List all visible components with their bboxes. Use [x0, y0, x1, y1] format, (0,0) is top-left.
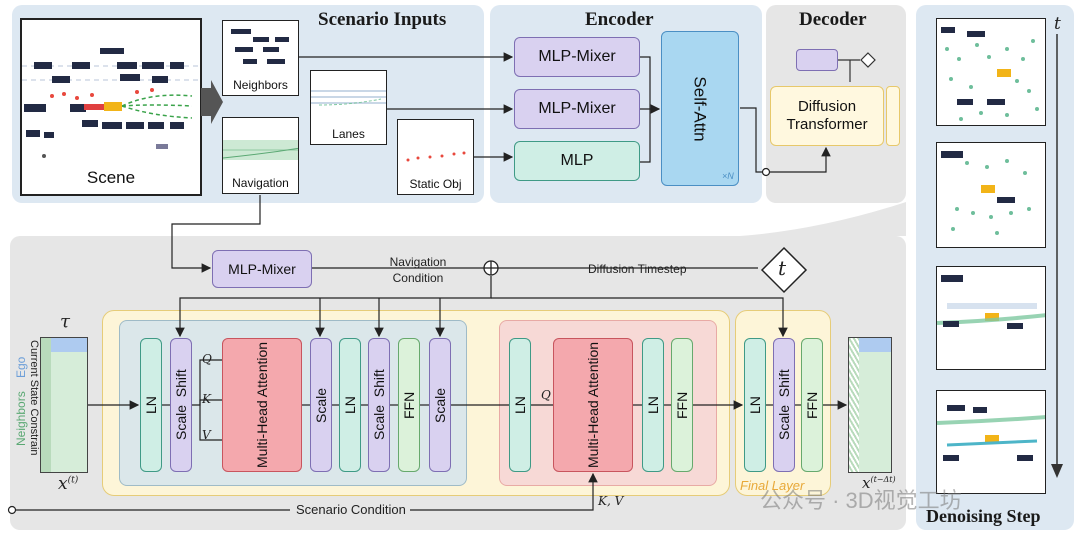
denoising-time-arrow: [1051, 34, 1063, 478]
navigation-diagram: [223, 140, 298, 160]
v-label-a: V: [202, 428, 211, 442]
output-x-label: x(t−Δt): [862, 474, 896, 492]
timestep-diamond: [760, 246, 808, 294]
diffusion-transformer-label: Diffusion Transformer: [786, 98, 868, 133]
k-label-a: K: [202, 392, 211, 406]
input-x-label: x(t): [58, 474, 78, 494]
scenario-condition-label: Scenario Condition: [296, 502, 406, 517]
scenario-inputs-title: Scenario Inputs: [318, 9, 447, 30]
scene-thumbnail: Scene: [20, 18, 202, 196]
diffusion-transformer-stack: [886, 86, 900, 146]
lanes-diagram: [311, 90, 386, 106]
output-trajectory-matrix: [848, 337, 892, 473]
tau-label: τ: [60, 311, 70, 332]
final-layer-label: Final Layer: [740, 478, 805, 493]
denoising-frame-1: [936, 18, 1046, 126]
denoising-frame-3-plot: [937, 275, 1045, 329]
scene-diagram: [22, 48, 200, 158]
output-x-superscript: (t−Δt): [870, 475, 896, 484]
timestep-symbol: t: [778, 256, 787, 280]
denoising-frame-1-plot: [941, 27, 1039, 121]
neighbors-caption: Neighbors: [233, 78, 288, 92]
decoder-title: Decoder: [799, 9, 867, 30]
input-x-symbol: x: [58, 474, 68, 494]
watermark: 公众号 · 3D视觉工坊: [760, 488, 962, 513]
lanes-thumbnail: Lanes: [310, 70, 387, 145]
denoising-title: Denoising Step: [926, 506, 1041, 526]
q-label-b: Q: [541, 388, 551, 402]
output-ego-row: [849, 338, 891, 352]
neighbors-thumbnail: Neighbors: [222, 20, 299, 96]
encoder-title: Encoder: [585, 9, 654, 30]
encoder-mlp-mixer-1: MLP-Mixer: [514, 37, 640, 77]
scene-to-inputs-arrow: [201, 80, 223, 124]
self-attn-repeat: ×N: [722, 171, 734, 181]
encoder-mlp-mixer-2: MLP-Mixer: [514, 89, 640, 129]
static-obj-thumbnail: Static Obj: [397, 119, 474, 195]
neighbors-diagram: [231, 29, 289, 64]
self-attn-block: Self-Attn: [661, 31, 739, 186]
lanes-caption: Lanes: [332, 127, 365, 141]
scene-caption: Scene: [86, 168, 136, 187]
decoder-output-token: [796, 49, 838, 71]
static-obj-caption: Static Obj: [409, 177, 462, 191]
denoising-frame-4: [936, 390, 1046, 494]
input-x-superscript: (t): [67, 475, 79, 486]
navigation-condition-text: Navigation Condition: [389, 255, 447, 285]
kv-label-b: K, V: [598, 494, 624, 508]
denoising-frame-2: [936, 142, 1046, 248]
q-label-a: Q: [202, 352, 212, 366]
navigation-caption: Navigation: [232, 176, 289, 190]
input-ego-row: [41, 338, 87, 352]
output-hatched-column: [849, 338, 859, 472]
navigation-thumbnail: Navigation: [222, 117, 299, 194]
output-x-symbol: x: [862, 474, 871, 492]
static-obj-diagram: [406, 151, 466, 162]
denoising-frame-2-plot: [941, 151, 1031, 235]
input-trajectory-matrix: [40, 337, 88, 473]
encoder-mlp: MLP: [514, 141, 640, 181]
diffusion-timestep-label: Diffusion Timestep: [588, 262, 687, 276]
denoising-time-label: t: [1054, 14, 1061, 34]
navigation-condition-label: Navigation Condition: [385, 254, 451, 286]
current-state-constrain-text: Current State Constrain: [28, 340, 40, 456]
input-state-column: [41, 338, 51, 472]
dit-connector-shape: [740, 202, 906, 236]
current-state-constrain-label: Current State Constrain: [28, 340, 40, 470]
denoising-frame-4-plot: [937, 405, 1045, 461]
nav-mlp-mixer: MLP-Mixer: [212, 250, 312, 288]
decoder-output-connector: [838, 52, 876, 82]
diffusion-transformer-block: Diffusion Transformer: [770, 86, 884, 146]
denoising-frame-3: [936, 266, 1046, 370]
